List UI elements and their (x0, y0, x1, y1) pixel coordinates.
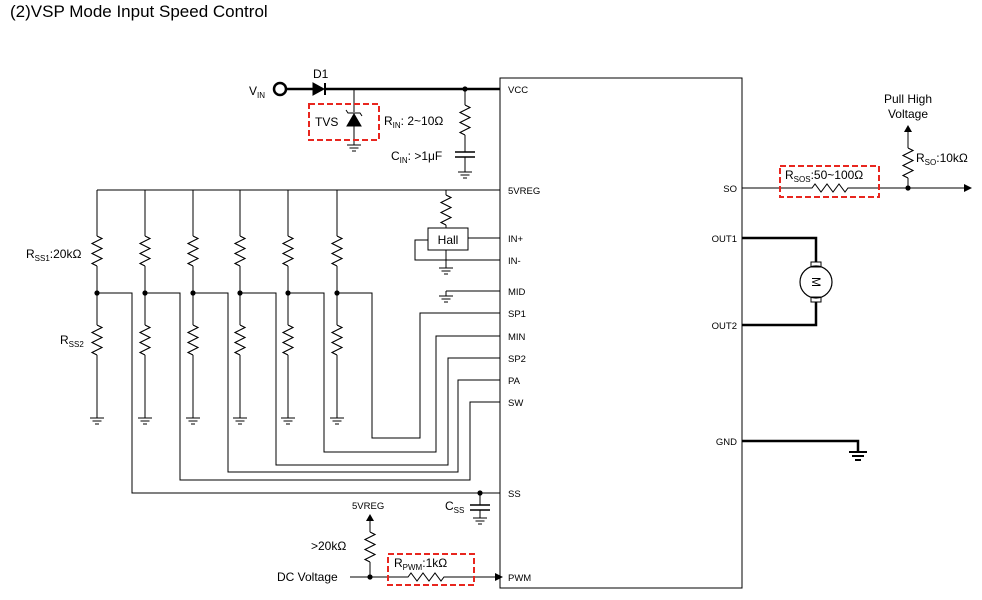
pin-sp1: SP1 (508, 309, 526, 320)
rss1-label: RSS1:20kΩ (26, 247, 81, 263)
rss2-label: RSS2 (60, 333, 84, 349)
d1-diode (312, 82, 326, 96)
hall-label: Hall (438, 233, 459, 247)
pin-pa: PA (508, 376, 521, 387)
pin-gnd: GND (716, 437, 737, 448)
rin-label: RIN: 2~10Ω (384, 114, 443, 130)
dc-voltage-label: DC Voltage (277, 570, 338, 584)
vin-terminal (272, 81, 288, 97)
pin-out2: OUT2 (712, 321, 737, 332)
vin-label: VIN (249, 84, 265, 100)
rsos-label: RSOS:50~100Ω (785, 168, 863, 184)
ic-body (499, 77, 743, 589)
css-label: CSS (445, 499, 464, 515)
r20k-label: >20kΩ (311, 539, 346, 553)
tvs-label: TVS (315, 115, 338, 129)
motor-label: M (809, 277, 823, 287)
pin-in-minus: IN- (508, 256, 521, 267)
diagram-title: (2)VSP Mode Input Speed Control (10, 2, 268, 21)
pin-min: MIN (508, 332, 526, 343)
rpwm-highlight-box (387, 553, 475, 586)
pin-pwm: PWM (508, 573, 531, 584)
hall-sensor (427, 227, 469, 251)
tvs-diode (346, 113, 362, 127)
rpwm-label: RPWM:1kΩ (394, 556, 447, 572)
motor (799, 265, 833, 299)
pin-vcc: VCC (508, 85, 528, 96)
rsos-highlight-box (779, 165, 880, 198)
pin-in-plus: IN+ (508, 234, 524, 245)
pin-sw: SW (508, 398, 523, 409)
vreg-label: 5VREG (352, 501, 384, 512)
pin-mid: MID (508, 287, 526, 298)
pin-5vreg: 5VREG (508, 186, 540, 197)
cin-label: CIN: >1μF (391, 149, 442, 165)
pin-out1: OUT1 (712, 234, 737, 245)
pull-high-label: Pull High (884, 92, 932, 106)
pin-sp2: SP2 (508, 354, 526, 365)
d1-label: D1 (313, 67, 329, 81)
tvs-highlight-box (308, 103, 380, 141)
rso-label: RSO:10kΩ (916, 151, 968, 167)
voltage-label: Voltage (888, 107, 928, 121)
pin-so: SO (723, 184, 737, 195)
pin-ss: SS (508, 489, 521, 500)
